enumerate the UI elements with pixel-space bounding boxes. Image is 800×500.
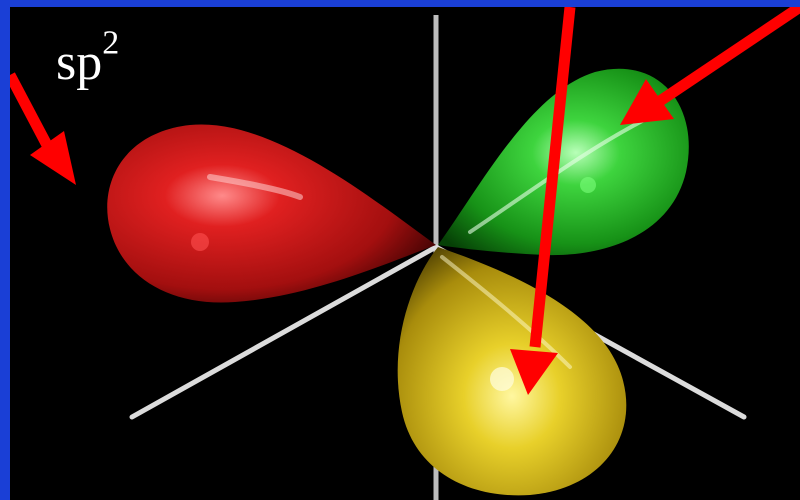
orbital-diagram <box>10 7 800 500</box>
label-superscript: 2 <box>102 25 119 62</box>
red-lobe-spot <box>191 233 209 251</box>
yellow-lobe-spot <box>490 367 514 391</box>
hybridization-label: sp2 <box>56 37 119 89</box>
label-base: sp <box>56 34 102 91</box>
arrow-to-red-lobe <box>10 75 76 185</box>
green-lobe-spot <box>580 177 596 193</box>
yellow-lobe <box>398 247 627 495</box>
arrow-to-green-lobe <box>620 7 800 125</box>
